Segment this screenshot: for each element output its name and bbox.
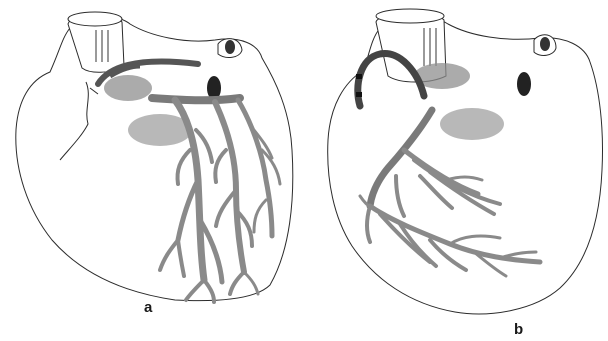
panel-a-atrium-shade	[104, 75, 152, 101]
panel-a-heart	[16, 12, 293, 302]
panel-b-heart	[328, 9, 603, 314]
panel-a-main-trunk	[152, 98, 240, 100]
panel-b-valve-shade	[440, 108, 504, 140]
panel-b-label: b	[514, 321, 523, 338]
panel-a-label: a	[144, 299, 152, 316]
